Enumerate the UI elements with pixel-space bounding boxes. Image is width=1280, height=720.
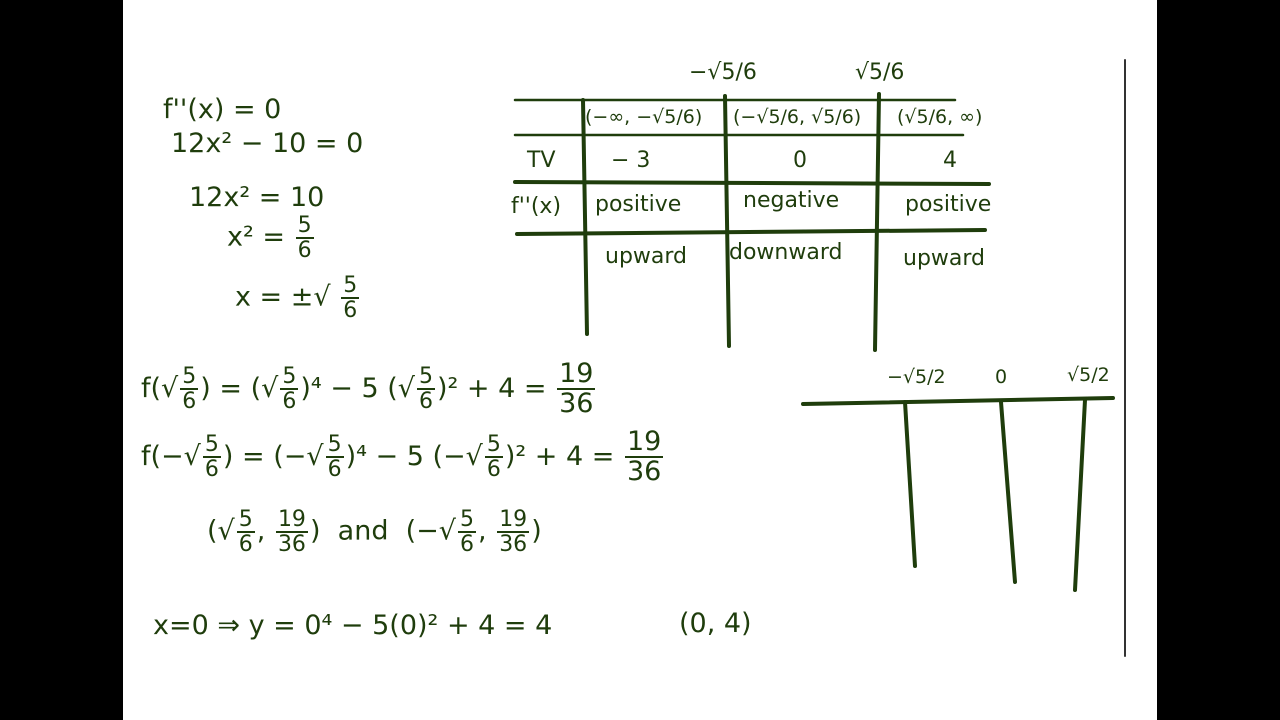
derivation-line-3: 12x² = 10 [189,182,325,213]
and-word: and [337,515,389,547]
number-line-label-neg: −√5/2 [887,366,946,388]
top-label-pos: √5/6 [855,60,905,85]
sign-value-3: positive [905,192,992,217]
derivation-line-5: x = ±√ 5 6 [235,274,361,322]
concavity-value-1: upward [605,244,688,269]
derivation-x-label: x = ±√ [235,281,331,313]
derivation-x2-label: x² = [227,221,286,253]
interval-header-3: (√5/6, ∞) [897,106,983,128]
table-grid [513,59,1126,657]
derivation-line-1: f''(x) = 0 [163,94,282,125]
number-line-label-zero: 0 [995,366,1008,388]
derivation-line-2: 12x² − 10 = 0 [171,128,364,159]
top-label-neg: −√5/6 [689,60,757,85]
row-sign-label: f''(x) [511,194,562,219]
fraction-5-6: 5 6 [295,213,314,264]
tv-value-3: 4 [943,148,957,173]
number-line-label-pos: √5/2 [1067,364,1110,386]
sign-value-2: negative [743,188,840,213]
interval-header-1: (−∞, −√5/6) [585,106,703,128]
interval-header-2: (−√5/6, √5/6) [733,106,862,128]
tv-value-1: − 3 [611,148,651,173]
sign-value-1: positive [595,192,682,217]
concavity-value-2: downward [729,240,843,265]
tv-value-2: 0 [793,148,807,173]
derivation-line-4: x² = 5 6 [227,214,316,262]
whiteboard: f''(x) = 0 12x² − 10 = 0 12x² = 10 x² = … [123,0,1157,720]
point-0-4: (0, 4) [679,608,752,639]
fraction-5-6: 5 6 [341,273,360,324]
row-tv-label: TV [527,148,556,173]
x-zero-evaluation: x=0 ⇒ y = 0⁴ − 5(0)² + 4 = 4 [153,610,553,641]
concavity-value-3: upward [903,246,986,271]
